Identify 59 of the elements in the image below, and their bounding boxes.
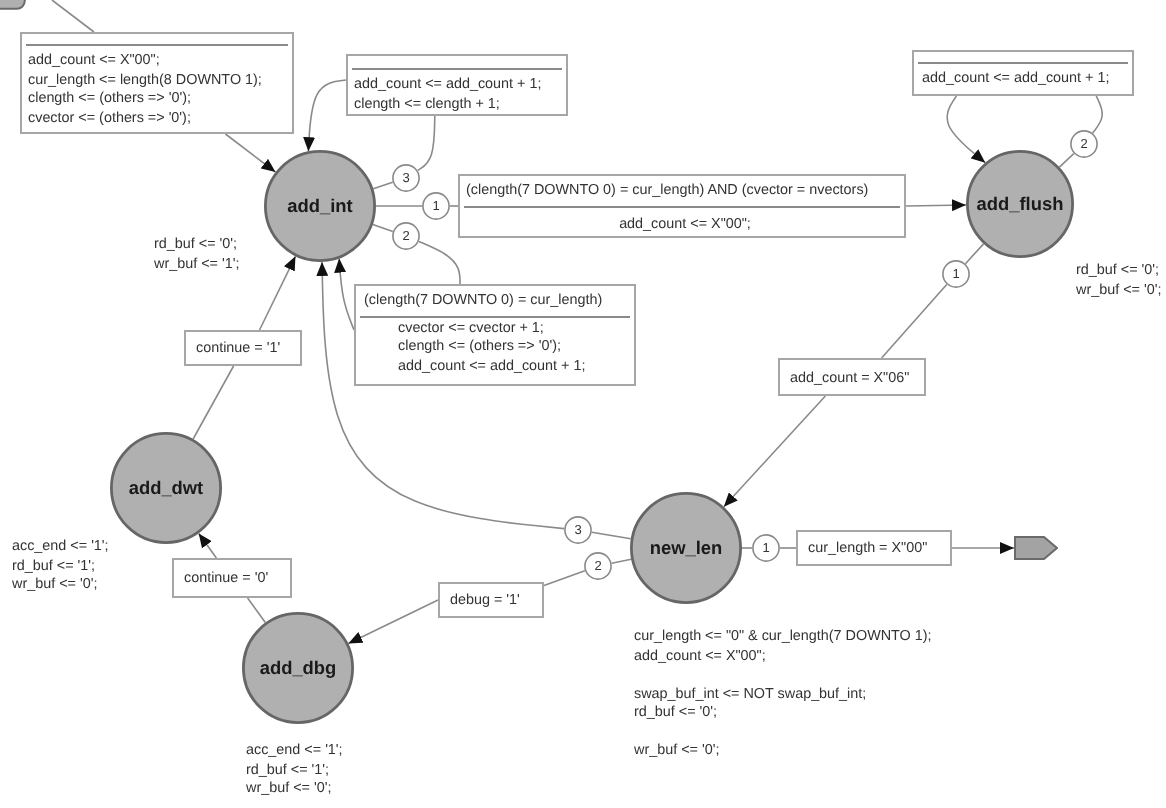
connector-line: [610, 558, 632, 564]
state-circle: [630, 492, 742, 604]
arrow: [951, 542, 1015, 554]
priority-circle: [942, 260, 970, 288]
priority-circle: [584, 552, 612, 580]
connector-line: [543, 570, 586, 587]
arrow: [303, 79, 347, 152]
arrow: [197, 532, 218, 559]
connector-line: [418, 240, 461, 285]
arrow: [316, 261, 565, 530]
connector-line: [1058, 152, 1075, 168]
exit-port: [1014, 536, 1058, 560]
action-box: [346, 54, 568, 116]
state-port: [0, 0, 26, 10]
priority-circle: [392, 222, 420, 250]
state-name: add_dwt: [128, 477, 204, 499]
connector-line: [1091, 95, 1104, 134]
condition-box: [438, 582, 544, 618]
action-box: [912, 50, 1134, 96]
state-name: add_flush: [976, 193, 1064, 215]
condition-box: [778, 358, 926, 396]
connector-line: [372, 181, 394, 190]
priority-circle: [422, 192, 450, 220]
priority-circle: [1070, 130, 1098, 158]
arrow: [946, 95, 987, 164]
arrow: [723, 395, 827, 508]
connector-line: [880, 283, 948, 359]
state-name: add_dbg: [259, 657, 337, 679]
connector-line: [246, 597, 267, 624]
connector-line: [51, 0, 95, 33]
connector-line: [449, 205, 459, 207]
condition-box: [184, 330, 302, 366]
arrow: [258, 255, 297, 331]
action-box: [20, 32, 294, 134]
condition-box: [796, 530, 952, 566]
state-circle: [264, 150, 376, 262]
arrow: [334, 257, 355, 331]
state-circle: [966, 150, 1074, 258]
arrow: [224, 133, 277, 173]
connector-line: [372, 223, 394, 233]
state-circle: [242, 612, 354, 724]
connector-line: [779, 547, 797, 549]
priority-circle: [564, 516, 592, 544]
state-name: add_int: [287, 195, 353, 217]
transition-box: [458, 174, 906, 238]
condition-box: [172, 558, 292, 598]
priority-circle: [752, 534, 780, 562]
state-circle: [110, 432, 222, 544]
state-name: new_len: [649, 537, 723, 559]
priority-circle: [392, 164, 420, 192]
transition-box: [354, 284, 636, 386]
connector-line: [192, 365, 235, 440]
connector-line: [375, 205, 423, 207]
arrow: [347, 599, 439, 645]
connector-line: [591, 531, 632, 540]
connector-line: [416, 115, 436, 172]
connector-line: [964, 243, 985, 265]
connector-line: [741, 547, 753, 549]
arrow: [905, 199, 967, 212]
